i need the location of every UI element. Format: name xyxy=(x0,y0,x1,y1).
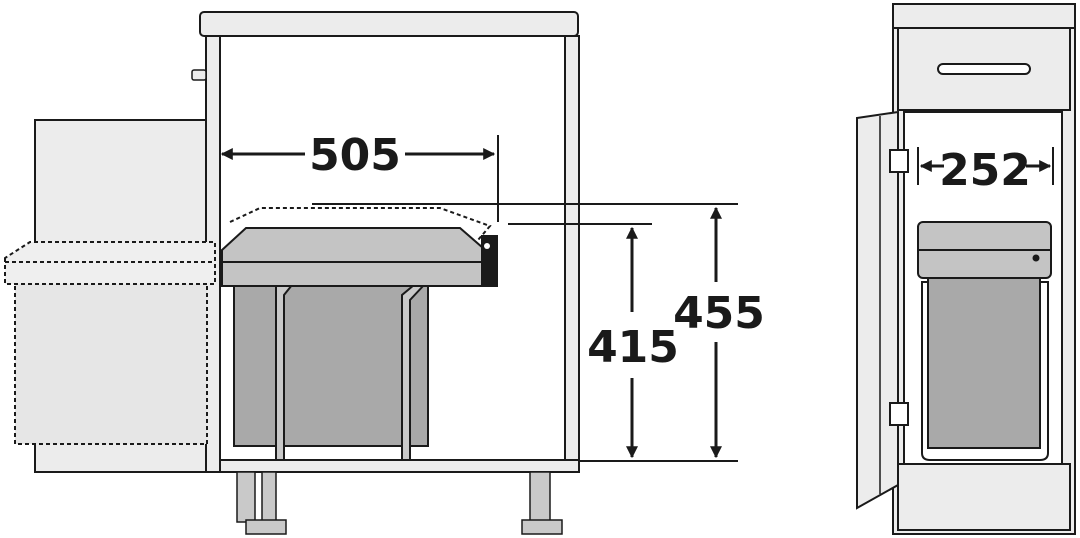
lid-handle xyxy=(481,235,498,287)
bin-body xyxy=(233,279,429,447)
clearance-height-label: 455 xyxy=(673,288,765,339)
clearance-height-dimension: 455 xyxy=(673,206,765,459)
bin-frame xyxy=(275,284,425,461)
door-hinges xyxy=(889,149,909,426)
cabinet-bottom xyxy=(219,459,580,473)
front-open-door xyxy=(856,110,899,510)
cabinet-legs xyxy=(236,471,563,535)
pulled-out-bin-ghost xyxy=(4,207,492,445)
bin-height-label: 415 xyxy=(587,322,679,373)
bin-lid xyxy=(221,227,484,287)
front-bin-lid-button xyxy=(1032,254,1040,262)
front-countertop xyxy=(892,3,1076,29)
side-view: 505 415 455 xyxy=(4,11,765,535)
drawer-front xyxy=(897,27,1071,111)
front-bin-body xyxy=(927,277,1041,449)
hinge-knob xyxy=(191,69,207,81)
countertop xyxy=(199,11,579,37)
width-label: 252 xyxy=(939,145,1031,196)
cabinet-back-post xyxy=(564,35,580,473)
bin-height-dimension: 415 xyxy=(587,226,679,459)
drawer-handle xyxy=(937,63,1031,75)
width-dimension: 252 xyxy=(917,145,1054,196)
depth-label: 505 xyxy=(309,130,401,181)
front-view: 252 xyxy=(856,3,1076,535)
depth-dimension: 505 xyxy=(220,130,499,222)
front-plinth xyxy=(897,463,1071,531)
front-bin xyxy=(917,221,1052,461)
